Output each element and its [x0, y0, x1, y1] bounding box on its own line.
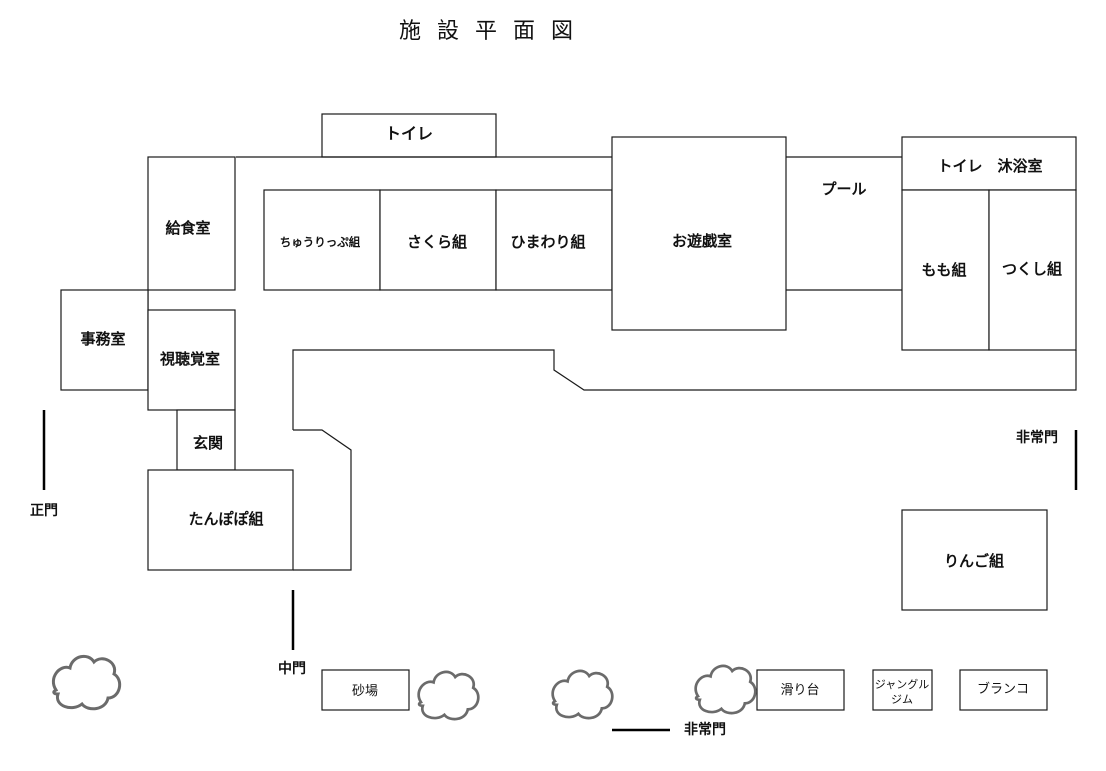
label-momo: もも組	[921, 261, 966, 279]
label-jungle-gym-line2: ジム	[891, 693, 913, 706]
room-tanpopo	[147, 469, 294, 571]
sandbox-box	[321, 669, 410, 711]
room-toilet-bath	[901, 136, 1077, 191]
room-himawari	[495, 189, 613, 291]
label-toilet-top: トイレ	[385, 124, 433, 143]
label-tanpopo: たんぽぽ組	[188, 510, 263, 528]
room-kitchen	[147, 156, 236, 291]
room-momo	[901, 189, 990, 351]
room-av	[147, 309, 236, 411]
room-playroom	[611, 136, 787, 331]
tree-icon	[417, 670, 480, 721]
room-office	[60, 289, 149, 391]
tree-icon	[51, 654, 122, 711]
label-pool: プール	[821, 180, 866, 198]
room-tsukushi	[988, 189, 1077, 351]
corridor-bottom-wall	[292, 349, 1077, 430]
swing-box	[959, 669, 1048, 711]
label-toilet-bath: トイレ 沐浴室	[937, 157, 1042, 175]
tree-icon	[551, 669, 614, 720]
label-gate-emergency-bottom: 非常門	[684, 721, 726, 738]
label-sandbox: 砂場	[352, 684, 378, 699]
label-entrance: 玄関	[193, 434, 223, 452]
room-entrance	[176, 409, 236, 471]
label-ringo: りんご組	[944, 552, 1004, 570]
label-av-room: 視聴覚室	[159, 350, 220, 368]
corridor-left-wall	[293, 429, 352, 571]
label-tsukushi: つくし組	[1002, 260, 1062, 278]
room-ringo	[901, 509, 1048, 611]
tree-icon	[694, 664, 757, 715]
label-jungle-gym-line1: ジャングル	[875, 677, 929, 691]
label-himawari: ひまわり組	[510, 233, 585, 251]
slide-box	[756, 669, 845, 711]
label-office: 事務室	[80, 330, 125, 348]
label-playroom: お遊戯室	[672, 232, 732, 250]
room-sakura	[379, 189, 497, 291]
plan-title: 施設平面図	[399, 19, 589, 44]
label-sakura: さくら組	[407, 233, 467, 251]
label-gate-main: 正門	[30, 503, 58, 519]
jungle-gym-box	[872, 669, 933, 711]
label-slide: 滑り台	[780, 683, 819, 698]
room-toilet-top	[321, 113, 497, 158]
label-chuuripu: ちゅうりっぷ組	[280, 235, 361, 249]
label-gate-emergency-right: 非常門	[1016, 429, 1058, 446]
label-swing: ブランコ	[977, 681, 1029, 697]
room-chuuripu	[263, 189, 381, 291]
label-gate-middle: 中門	[278, 660, 306, 677]
label-kitchen: 給食室	[165, 219, 210, 237]
